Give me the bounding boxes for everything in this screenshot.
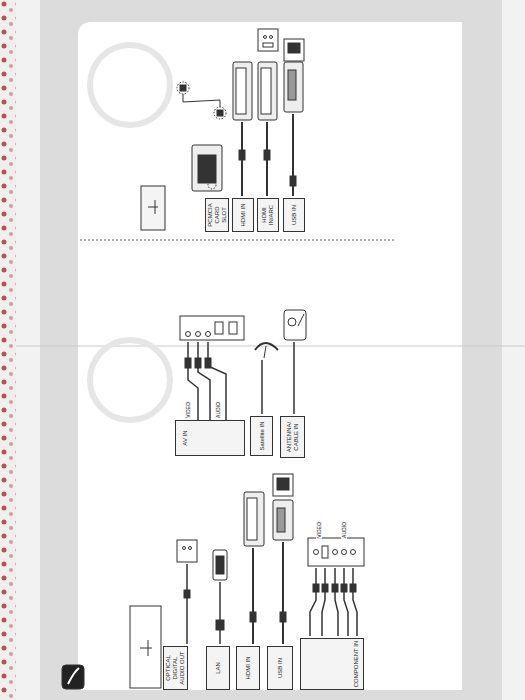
port-box: LAN <box>206 646 230 690</box>
port-box: AV IN <box>175 420 245 456</box>
port-box: USB IN <box>267 646 293 690</box>
port-box: OPTICAL DIGITAL AUDIO OUT <box>163 646 188 690</box>
paper-sheet <box>16 0 525 700</box>
port-box: HDMI IN/ARC <box>257 198 279 232</box>
port-box: PCMCIA CARD SLOT <box>205 198 229 232</box>
port-label: COMPONENT IN <box>352 640 359 688</box>
connector-label: VIDEO <box>185 401 191 419</box>
port-label: ANTENNA/ CABLE IN <box>286 418 300 456</box>
connector-label: VIDEO <box>316 521 322 539</box>
port-box: ANTENNA/ CABLE IN <box>280 416 305 458</box>
port-box: Satellite IN <box>250 416 273 456</box>
port-label: AV IN <box>181 422 188 454</box>
port-label: Satellite IN <box>258 418 265 454</box>
port-label: LAN <box>215 648 222 688</box>
connector-label: AUDIO <box>341 521 347 539</box>
port-label: HDMI IN <box>240 200 247 230</box>
port-label: PCMCIA CARD SLOT <box>207 200 228 230</box>
port-box: COMPONENT IN <box>300 638 364 690</box>
port-label: HDMI IN/ARC <box>261 200 275 230</box>
white-panel <box>78 22 462 690</box>
bottom-section-art <box>62 474 364 690</box>
port-box: HDMI IN <box>236 646 260 690</box>
fold-line <box>16 346 525 347</box>
port-label: USB IN <box>277 648 284 688</box>
port-box: USB IN <box>283 198 305 232</box>
port-box: HDMI IN <box>232 198 254 232</box>
section-divider <box>80 240 395 241</box>
watermark-circles <box>90 45 170 420</box>
middle-section-art <box>180 310 306 420</box>
port-label: USB IN <box>291 200 298 230</box>
port-label: HDMI IN <box>245 648 252 688</box>
connector-label: AUDIO <box>215 401 221 419</box>
port-label: OPTICAL DIGITAL AUDIO OUT <box>165 648 186 688</box>
grey-band <box>40 0 502 700</box>
